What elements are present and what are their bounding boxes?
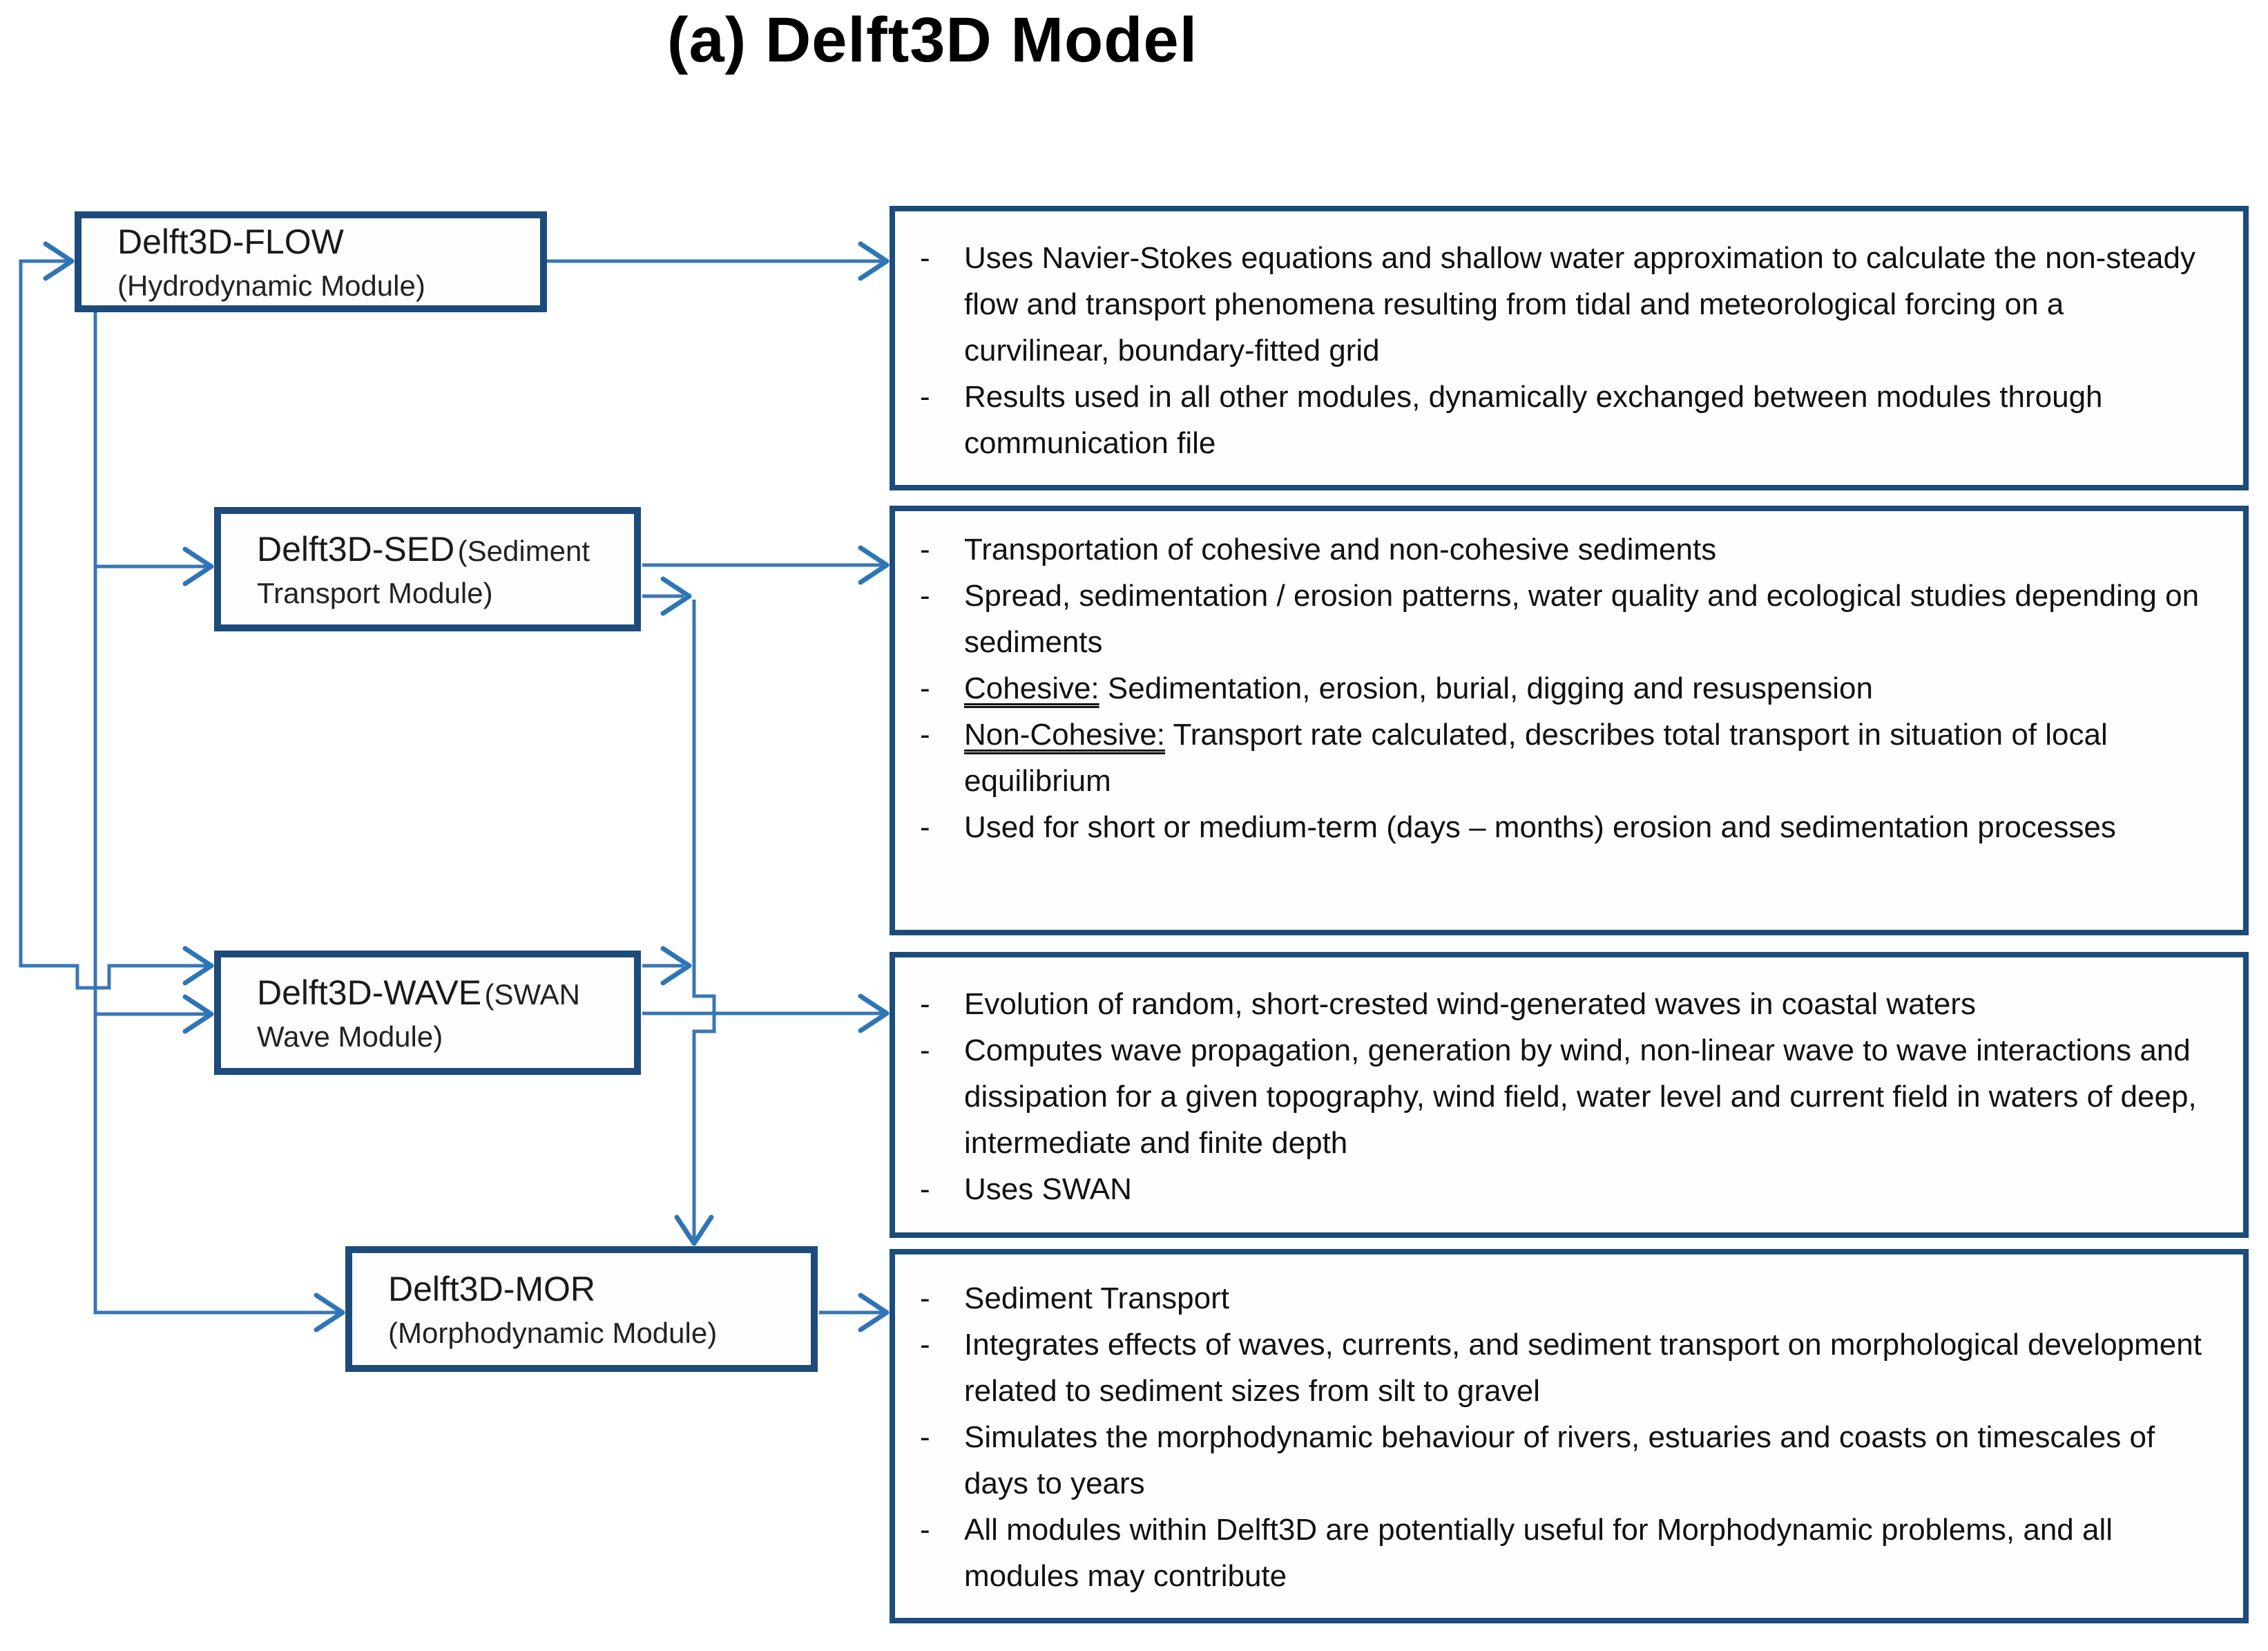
bullet-dash: - (920, 718, 930, 752)
bullet-item: -Uses SWAN (914, 1166, 2216, 1212)
module-label: Delft3D-MOR (Morphodynamic Module) (388, 1266, 794, 1353)
bullet-text: Spread, sedimentation / erosion patterns… (964, 579, 2200, 659)
bullet-list: -Evolution of random, short-crested wind… (914, 981, 2216, 1212)
bullet-text: All modules within Delft3D are potential… (964, 1513, 2113, 1593)
bullet-item: -Results used in all other modules, dyna… (914, 374, 2216, 466)
underlined-term: Non-Cohesive: (964, 718, 1166, 752)
arrowhead-into-desc2 (858, 545, 890, 585)
description-box-flow: -Uses Navier-Stokes equations and shallo… (890, 206, 2249, 490)
module-subtitle: (Morphodynamic Module) (388, 1316, 718, 1349)
bullet-text: Transportation of cohesive and non-cohes… (964, 533, 1717, 566)
bullet-dash: - (920, 1281, 930, 1315)
description-box-wave: -Evolution of random, short-crested wind… (890, 952, 2249, 1238)
module-box-wave: Delft3D-WAVE (SWAN Wave Module) (214, 951, 641, 1075)
bullet-item: -Used for short or medium-term (days – m… (914, 804, 2216, 850)
bullet-list: -Uses Navier-Stokes equations and shallo… (914, 235, 2216, 466)
bullet-text: Uses SWAN (964, 1172, 1132, 1206)
bullet-dash: - (920, 987, 930, 1021)
module-subtitle: (Sediment Transport Module) (257, 534, 590, 609)
bullet-text: Results used in all other modules, dynam… (964, 380, 2103, 460)
bullet-item: -Evolution of random, short-crested wind… (914, 981, 2216, 1027)
module-box-sed: Delft3D-SED (Sediment Transport Module) (214, 507, 641, 631)
bullet-list: - Transportation of cohesive and non-cohe… (914, 526, 2216, 850)
arrowhead-into-mor-top (674, 1214, 714, 1246)
bullet-item: - Transportation of cohesive and non-cohe… (914, 526, 2216, 573)
arrowhead-sed-to-trunk (660, 576, 692, 616)
arrow-wave-to-flow-trunk (19, 259, 207, 990)
bullet-item: -Uses Navier-Stokes equations and shallo… (914, 235, 2216, 374)
bullet-dash: - (920, 1513, 930, 1547)
arrowhead-into-desc1 (858, 241, 890, 281)
bullet-item: -Non-Cohesive: Transport rate calculated… (914, 712, 2216, 804)
bullet-dash: - (920, 671, 930, 705)
bullet-item: -Sediment Transport (914, 1275, 2216, 1321)
description-box-mor: -Sediment Transport-Integrates effects o… (890, 1249, 2249, 1623)
bullet-dash: - (920, 380, 930, 414)
bullet-text: Uses Navier-Stokes equations and shallow… (964, 241, 2195, 368)
bullet-dash: - (920, 1328, 930, 1362)
arrowhead-into-mor-left (314, 1292, 345, 1333)
module-label: Delft3D-SED (Sediment Transport Module) (257, 526, 617, 613)
arrowhead-into-desc4 (858, 1292, 890, 1333)
arrowhead-wave-to-trunk (660, 946, 692, 986)
bullet-dash: - (920, 533, 930, 566)
mor-trunk-line (692, 600, 716, 1239)
bullet-dash: - (920, 579, 930, 613)
underlined-term: Cohesive: (964, 671, 1099, 705)
bullet-item: -Spread, sedimentation / erosion pattern… (914, 573, 2216, 665)
bullet-item: -All modules within Delft3D are potentia… (914, 1507, 2216, 1599)
bullet-text: Cohesive: Sedimentation, erosion, burial… (964, 671, 1873, 705)
bullet-text: Simulates the morphodynamic behaviour of… (964, 1420, 2155, 1500)
module-subtitle: (Hydrodynamic Module) (117, 269, 425, 302)
bullet-dash: - (920, 241, 930, 275)
bullet-text: Evolution of random, short-crested wind-… (964, 987, 1976, 1021)
module-subtitle: (SWAN Wave Module) (257, 977, 580, 1053)
module-name: Delft3D-FLOW (117, 222, 344, 261)
arrowhead-into-wave-lower (182, 994, 214, 1034)
bullet-dash: - (920, 810, 930, 844)
bullet-dash: - (920, 1172, 930, 1206)
bullet-dash: - (920, 1033, 930, 1067)
bullet-text: Used for short or medium-term (days – mo… (964, 810, 2116, 844)
arrowhead-into-wave-upper (182, 946, 214, 986)
bullet-text: Integrates effects of waves, currents, a… (964, 1328, 2202, 1408)
module-label: Delft3D-FLOW (Hydrodynamic Module) (117, 218, 523, 306)
bullet-list: -Sediment Transport-Integrates effects o… (914, 1275, 2216, 1599)
module-name: Delft3D-MOR (388, 1269, 596, 1308)
module-name: Delft3D-SED (257, 529, 455, 569)
bullet-item: -Computes wave propagation, generation b… (914, 1027, 2216, 1166)
arrowhead-into-flow (43, 241, 75, 281)
description-box-sed: - Transportation of cohesive and non-cohe… (890, 506, 2249, 935)
bullet-dash: - (920, 1420, 930, 1454)
bullet-item: -Integrates effects of waves, currents, … (914, 1321, 2216, 1414)
flow-trunk-line (93, 312, 340, 1315)
bullet-text: Non-Cohesive: Transport rate calculated,… (964, 718, 2108, 798)
bullet-text: Computes wave propagation, generation by… (964, 1033, 2197, 1160)
bullet-item: -Cohesive: Sedimentation, erosion, buria… (914, 665, 2216, 712)
module-box-flow: Delft3D-FLOW (Hydrodynamic Module) (75, 211, 547, 312)
figure-title: (a) Delft3D Model (666, 5, 1198, 75)
module-name: Delft3D-WAVE (257, 973, 482, 1012)
module-label: Delft3D-WAVE (SWAN Wave Module) (257, 969, 617, 1057)
bullet-text: Sediment Transport (964, 1281, 1229, 1315)
module-box-mor: Delft3D-MOR (Morphodynamic Module) (345, 1246, 818, 1372)
arrowhead-into-sed (182, 546, 214, 586)
arrowhead-into-desc3 (858, 993, 890, 1033)
bullet-item: -Simulates the morphodynamic behaviour o… (914, 1414, 2216, 1507)
